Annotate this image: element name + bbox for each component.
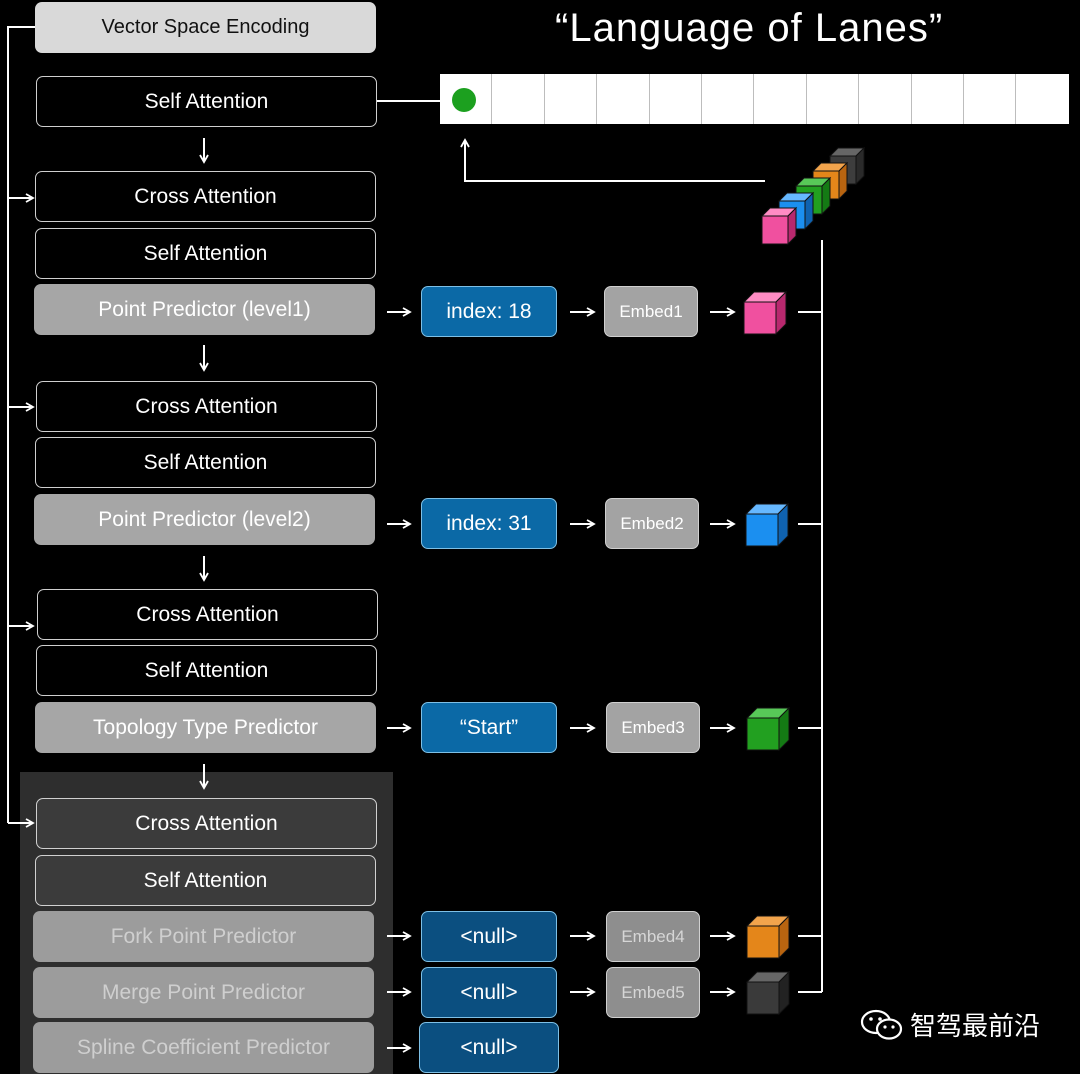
stacked-token-cubes <box>760 146 866 246</box>
token-cell <box>701 74 755 124</box>
index-output-1: index: 18 <box>421 286 557 337</box>
token-cell <box>492 74 545 124</box>
orange-cube-icon <box>745 914 791 960</box>
null-output: <null> <box>421 967 557 1018</box>
token-cell <box>649 74 702 124</box>
merge-point-predictor-block: Merge Point Predictor <box>33 967 374 1018</box>
cross-attention-block: Cross Attention <box>36 381 377 432</box>
embed4-block: Embed4 <box>606 911 700 962</box>
self-attention-block: Self Attention <box>35 228 376 279</box>
topology-type-predictor-block: Topology Type Predictor <box>35 702 376 753</box>
pink-cube-icon <box>742 290 788 336</box>
fork-point-predictor-block: Fork Point Predictor <box>33 911 374 962</box>
self-attention-block: Self Attention <box>36 76 377 127</box>
token-cell <box>859 74 912 124</box>
embed5-block: Embed5 <box>606 967 700 1018</box>
green-cube-icon <box>745 706 791 752</box>
point-predictor-level1-block: Point Predictor (level1) <box>34 284 375 335</box>
token-cell <box>754 74 807 124</box>
spline-coefficient-predictor-block: Spline Coefficient Predictor <box>33 1022 374 1073</box>
self-attention-block: Self Attention <box>35 437 376 488</box>
token-cell <box>597 74 650 124</box>
token-cell <box>544 74 598 124</box>
watermark: 智驾最前沿 <box>860 1006 1040 1043</box>
token-cell <box>440 74 493 124</box>
vector-space-encoding-block: Vector Space Encoding <box>35 2 376 53</box>
cross-attention-block: Cross Attention <box>35 171 376 222</box>
cross-attention-block: Cross Attention <box>36 798 377 849</box>
blue-cube-icon <box>744 502 790 548</box>
self-attention-block: Self Attention <box>36 645 377 696</box>
null-output: <null> <box>419 1022 559 1073</box>
wechat-icon <box>860 1009 903 1040</box>
cross-attention-block: Cross Attention <box>37 589 378 640</box>
start-token-dot <box>452 88 476 112</box>
embed3-block: Embed3 <box>606 702 700 753</box>
token-sequence-bar <box>440 74 1069 124</box>
start-output: “Start” <box>421 702 557 753</box>
token-cell <box>806 74 860 124</box>
self-attention-block: Self Attention <box>35 855 376 906</box>
dark-cube-icon <box>745 970 791 1016</box>
token-cell <box>911 74 964 124</box>
watermark-text: 智驾最前沿 <box>910 1012 1041 1042</box>
index-output-2: index: 31 <box>421 498 557 549</box>
token-cell <box>963 74 1017 124</box>
null-output: <null> <box>421 911 557 962</box>
embed2-block: Embed2 <box>605 498 699 549</box>
point-predictor-level2-block: Point Predictor (level2) <box>34 494 375 545</box>
diagram-title: “Language of Lanes” <box>555 6 944 50</box>
embed1-block: Embed1 <box>604 286 698 337</box>
token-cell <box>1016 74 1069 124</box>
